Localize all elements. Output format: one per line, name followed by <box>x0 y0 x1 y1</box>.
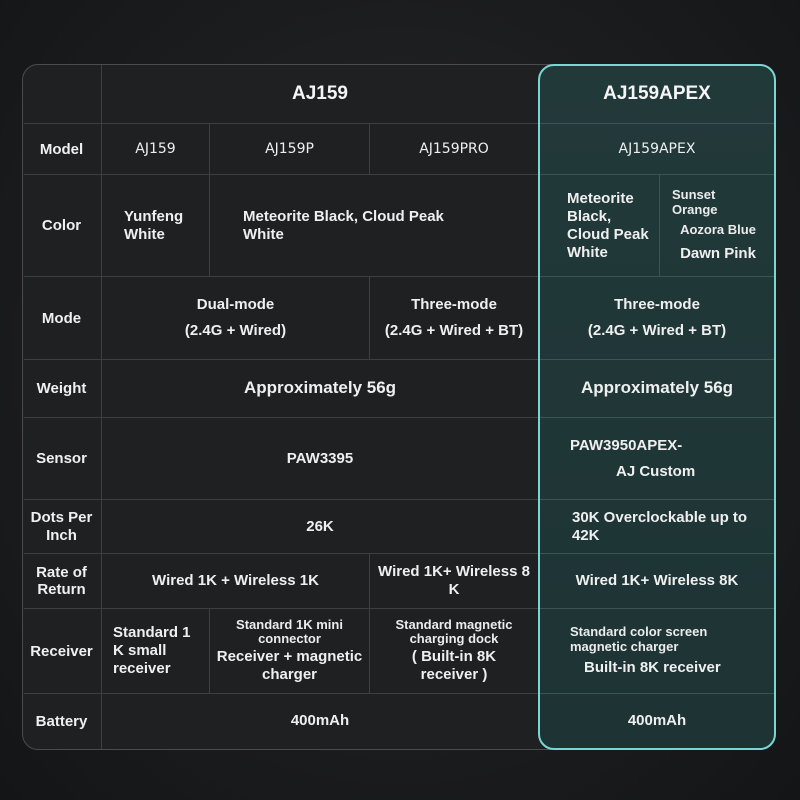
column-divider <box>209 175 210 276</box>
column-divider <box>101 65 102 749</box>
row-divider <box>24 359 538 360</box>
row-label-mode: Mode <box>41 309 82 327</box>
column-divider <box>209 124 210 175</box>
receiver-aj159: Standard 1 K small receiver <box>113 624 191 677</box>
row-divider <box>540 359 774 360</box>
model-aj159apex: AJ159APEX <box>618 140 696 157</box>
column-divider <box>369 609 370 693</box>
mode-apex: Three-mode (2.4G + Wired + BT) <box>538 277 776 359</box>
row-divider <box>540 553 774 554</box>
row-divider <box>540 123 774 124</box>
receiver-aj159pro-note: Standard magnetic charging dock <box>395 616 513 646</box>
row-divider <box>24 499 538 500</box>
row-divider <box>540 174 774 175</box>
header-aj159: AJ159 <box>292 82 348 104</box>
row-divider <box>540 499 774 500</box>
dpi-apex: 30K Overclockable up to 42K <box>572 508 748 544</box>
column-divider <box>659 175 660 276</box>
model-aj159: AJ159 <box>135 140 176 157</box>
row-divider <box>24 174 538 175</box>
battery-apex: 400mAh <box>627 712 687 729</box>
row-divider <box>24 608 538 609</box>
receiver-aj159p-main: Receiver + magnetic charger <box>216 648 363 684</box>
row-divider <box>24 276 538 277</box>
row-label-model: Model <box>39 140 84 158</box>
row-label-battery: Battery <box>35 712 88 730</box>
column-divider <box>369 554 370 608</box>
mode-apex-detail: (2.4G + Wired + BT) <box>587 322 727 339</box>
row-label-weight: Weight <box>36 380 87 397</box>
sensor-apex: PAW3950APEX- AJ Custom <box>538 418 776 499</box>
dpi-aj159: 26K <box>306 517 334 535</box>
model-aj159p: AJ159P <box>265 140 314 157</box>
receiver-aj159p-note: Standard 1K mini connector <box>236 616 343 646</box>
row-divider <box>540 417 774 418</box>
receiver-apex-note: Standard color screen magnetic charger <box>570 624 708 654</box>
receiver-aj159p: Standard 1K mini connector Receiver + ma… <box>210 609 369 693</box>
color-aj159: Yunfeng White <box>124 207 184 243</box>
row-divider <box>24 553 538 554</box>
apex-highlight-panel <box>538 64 776 750</box>
row-label-dpi: Dots Per Inch <box>30 509 93 544</box>
color-dawn-pink: Dawn Pink <box>680 245 756 263</box>
battery-aj159: 400mAh <box>290 712 350 729</box>
weight-aj159: Approximately 56g <box>243 378 397 398</box>
color-aj159p-pro: Meteorite Black, Cloud Peak White <box>243 207 444 243</box>
sensor-apex-line1: PAW3950APEX- <box>570 436 683 454</box>
model-aj159pro: AJ159PRO <box>419 140 489 157</box>
mode-dual-title: Dual-mode <box>196 296 275 313</box>
sensor-apex-line2: AJ Custom <box>616 462 696 480</box>
row-divider <box>24 417 538 418</box>
color-aozora-blue: Aozora Blue <box>680 222 756 238</box>
column-divider <box>369 277 370 359</box>
receiver-apex: Standard color screen magnetic charger B… <box>538 609 776 693</box>
row-divider <box>540 693 774 694</box>
mode-dual: Dual-mode (2.4G + Wired) <box>102 277 369 359</box>
rate-three: Wired 1K+ Wireless 8 K <box>378 563 530 598</box>
receiver-apex-main: Built-in 8K receiver <box>584 658 721 676</box>
weight-apex: Approximately 56g <box>580 378 734 398</box>
row-label-receiver: Receiver <box>30 642 93 660</box>
column-divider <box>209 609 210 693</box>
row-divider <box>24 123 538 124</box>
mode-three-detail: (2.4G + Wired + BT) <box>384 322 524 339</box>
mode-three-title: Three-mode <box>411 296 497 313</box>
row-label-rate: Rate of Return <box>36 563 87 598</box>
column-divider <box>369 124 370 175</box>
row-label-color: Color <box>41 217 82 234</box>
receiver-aj159pro-main: ( Built-in 8K receiver ) <box>411 648 497 684</box>
color-apex-options: Sunset Orange Aozora Blue Dawn Pink <box>660 178 776 273</box>
header-aj159apex: AJ159APEX <box>603 82 711 104</box>
mode-three: Three-mode (2.4G + Wired + BT) <box>370 277 538 359</box>
row-divider <box>540 276 774 277</box>
row-divider <box>24 693 538 694</box>
mode-dual-detail: (2.4G + Wired) <box>184 322 287 339</box>
rate-dual: Wired 1K + Wireless 1K <box>152 572 319 589</box>
color-apex-black-white: Meteorite Black, Cloud Peak White <box>567 189 649 261</box>
row-divider <box>540 608 774 609</box>
color-sunset-orange: Sunset Orange <box>672 186 718 217</box>
row-label-sensor: Sensor <box>36 450 87 467</box>
receiver-aj159pro: Standard magnetic charging dock ( Built-… <box>370 609 538 693</box>
sensor-aj159: PAW3395 <box>286 449 354 467</box>
rate-apex: Wired 1K+ Wireless 8K <box>575 572 739 589</box>
mode-apex-title: Three-mode <box>614 296 700 313</box>
